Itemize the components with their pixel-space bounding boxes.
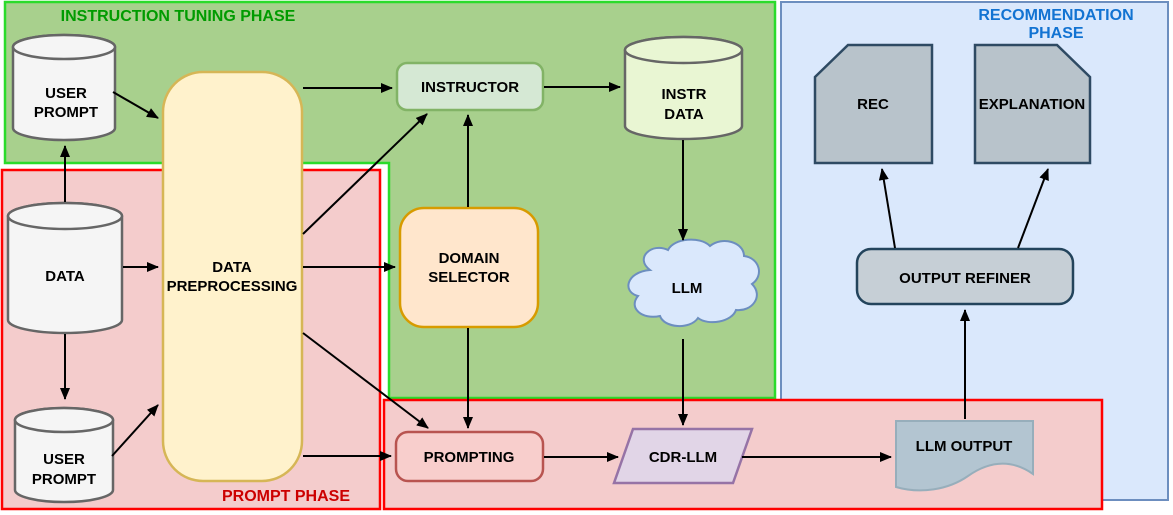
cdr-llm-node <box>612 427 754 485</box>
recommendation-phase-label-line2: PHASE <box>1028 25 1083 42</box>
prompt-phase-label: PROMPT PHASE <box>222 488 350 505</box>
output-refiner-label: OUTPUT REFINER <box>899 270 1031 287</box>
arrow-output-refiner-to-rec <box>878 168 896 249</box>
arrow-user-prompt-top-to-preprocessing <box>112 91 159 119</box>
user-prompt-bottom-label-line2: PROMPT <box>32 471 96 488</box>
user-prompt-top-node <box>11 33 117 142</box>
domain-selector-node <box>398 206 540 329</box>
data-label: DATA <box>45 268 85 285</box>
instructor-node <box>395 61 545 112</box>
arrow-user-prompt-bottom-to-preprocessing <box>111 404 159 457</box>
user-prompt-bottom-label-line1: USER <box>43 451 85 468</box>
arrow-preprocessing-to-prompting-diagonal <box>302 332 429 429</box>
llm-output-node <box>895 420 1034 492</box>
data-preprocessing-label-line2: PREPROCESSING <box>167 278 298 295</box>
rec-label: REC <box>857 96 889 113</box>
arrow-output-refiner-to-explanation <box>1017 168 1049 249</box>
explanation-node <box>973 43 1092 165</box>
instructor-label: INSTRUCTOR <box>421 79 519 96</box>
domain-selector-label-line1: DOMAIN <box>439 250 500 267</box>
data-node <box>6 201 124 335</box>
cdr-llm-label: CDR-LLM <box>649 449 717 466</box>
prompting-node <box>394 430 545 483</box>
recommendation-phase-label-line1: RECOMMENDATION <box>978 7 1133 24</box>
user-prompt-bottom-node <box>13 406 115 504</box>
data-preprocessing-label-line1: DATA <box>212 259 252 276</box>
instr-data-label-line2: DATA <box>664 106 704 123</box>
output-refiner-node <box>855 247 1075 306</box>
user-prompt-top-label-line2: PROMPT <box>34 104 98 121</box>
data-preprocessing-node <box>161 70 304 483</box>
arrow-preprocessing-to-instructor-diagonal <box>302 113 428 235</box>
explanation-label: EXPLANATION <box>979 96 1085 113</box>
prompting-label: PROMPTING <box>424 449 515 466</box>
llm-output-label: LLM OUTPUT <box>916 438 1013 455</box>
domain-selector-label-line2: SELECTOR <box>428 269 510 286</box>
instruction-tuning-phase-label: INSTRUCTION TUNING PHASE <box>61 8 296 25</box>
instr-data-node <box>623 35 744 141</box>
llm-label: LLM <box>672 280 703 297</box>
user-prompt-top-label-line1: USER <box>45 85 87 102</box>
rec-node <box>813 43 934 165</box>
instr-data-label-line1: INSTR <box>662 86 707 103</box>
